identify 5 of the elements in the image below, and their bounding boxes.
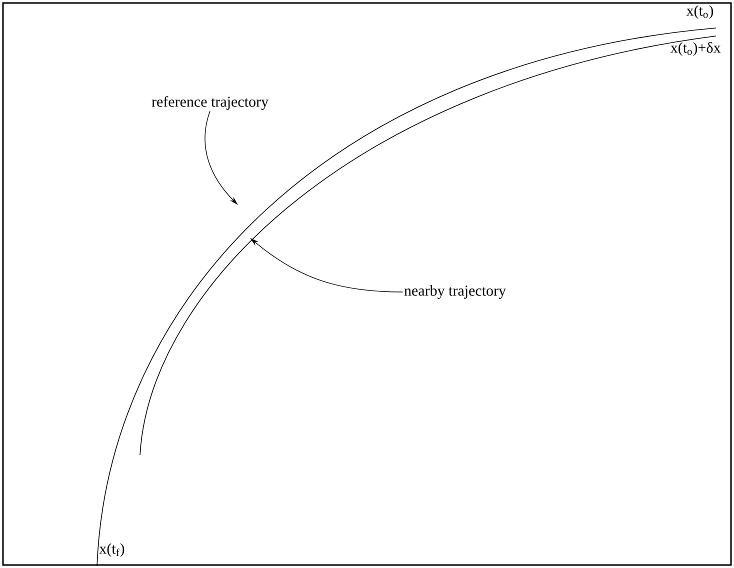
point-label: x(t$_{o}$) [686, 5, 714, 19]
point-label: x(t$_{o}$)+δx [670, 42, 721, 56]
trajectory-label: nearby trajectory [404, 285, 506, 299]
point-label: x(t$_{f}$) [99, 543, 124, 557]
trajectory-label: reference trajectory [152, 96, 268, 110]
